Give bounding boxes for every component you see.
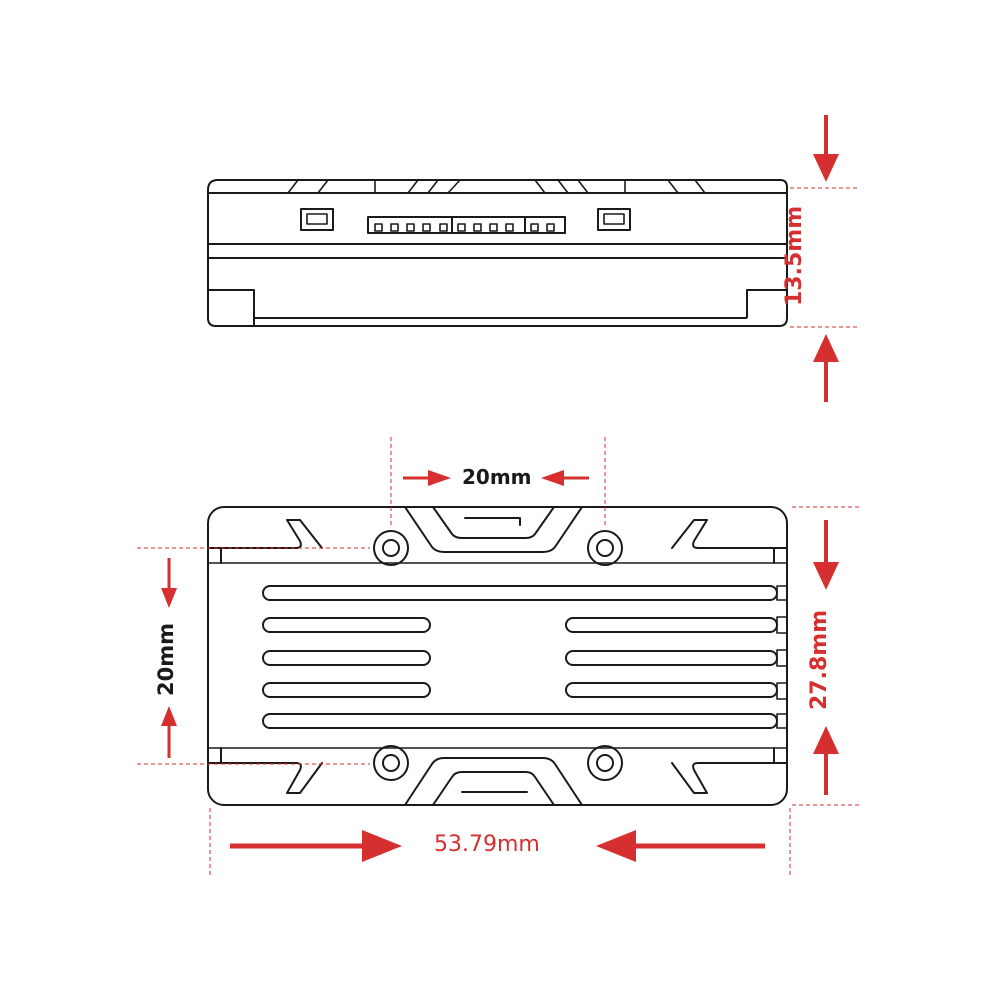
mounting-hole-bottom-right — [587, 745, 623, 781]
length-dimension — [209, 808, 791, 878]
arrow-down-width — [813, 520, 839, 590]
side-view-foot-right — [746, 289, 787, 318]
side-view-outline — [207, 179, 788, 327]
arrow-left-length — [596, 830, 765, 862]
arrow-left-hole — [541, 470, 589, 486]
side-view-connector — [367, 216, 566, 234]
arrow-down-side — [813, 115, 839, 182]
arrow-up-width — [813, 726, 839, 795]
corner-cut-top-left — [207, 519, 323, 549]
mounting-hole-top-right — [587, 530, 623, 566]
hole-spacing-horizontal-label: 20mm — [462, 465, 532, 489]
arrow-right-hole — [403, 470, 451, 486]
side-view — [207, 179, 788, 327]
hole-spacing-horizontal-dimension — [390, 437, 606, 528]
mounting-hole-top-left — [373, 530, 409, 566]
top-notch-slot — [464, 517, 521, 526]
bottom-notch-inner — [432, 771, 555, 806]
bottom-notch-outer — [404, 757, 583, 806]
fin-left-3 — [262, 650, 431, 666]
right-edge-fin-notches — [776, 585, 788, 729]
corner-cut-bottom-left — [207, 762, 323, 794]
fin-long-5 — [262, 713, 778, 729]
fin-left-2 — [262, 617, 431, 633]
fin-long-1 — [262, 585, 778, 601]
top-notch-outer — [404, 506, 583, 553]
cooling-fins — [262, 585, 778, 729]
hole-spacing-vertical-label: 20mm — [154, 623, 178, 696]
width-dimension — [792, 506, 860, 806]
arrow-up-side — [813, 334, 839, 402]
height-label: 13.5mm — [782, 205, 807, 306]
top-view-outline — [207, 506, 788, 806]
fin-right-4 — [565, 682, 778, 698]
side-view-foot-left — [208, 289, 255, 326]
arrow-down-hole — [161, 558, 177, 608]
side-view-fin-bevels — [287, 179, 706, 194]
width-label: 27.8mm — [807, 609, 832, 710]
mounting-hole-bottom-left — [373, 745, 409, 781]
corner-cut-top-right — [671, 519, 788, 549]
fin-right-3 — [565, 650, 778, 666]
fin-right-2 — [565, 617, 778, 633]
length-label: 53.79mm — [434, 832, 540, 857]
top-notch-inner — [432, 506, 555, 539]
hole-spacing-vertical-dimension — [137, 547, 370, 765]
arrow-right-length — [230, 830, 402, 862]
height-dimension — [790, 115, 860, 402]
fin-left-4 — [262, 682, 431, 698]
top-view — [207, 506, 788, 806]
corner-cut-bottom-right — [671, 762, 788, 794]
side-view-led-left — [300, 208, 334, 231]
arrow-up-hole — [161, 706, 177, 758]
side-view-led-right — [597, 208, 631, 231]
